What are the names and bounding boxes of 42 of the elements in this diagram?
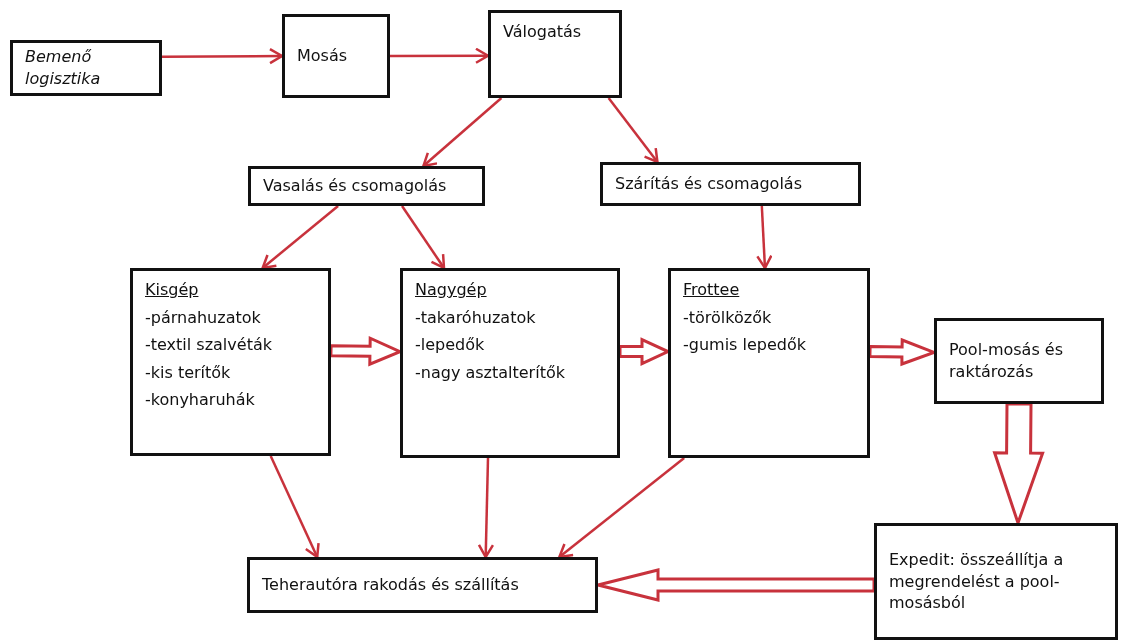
process-box <box>600 162 861 206</box>
process-box <box>248 166 485 206</box>
arrow <box>607 97 659 164</box>
box-label: Teherautóra rakodás és szállítás <box>262 574 520 596</box>
list-item: -kis terítők <box>145 361 232 384</box>
arrow <box>269 455 320 559</box>
arrow <box>558 457 685 559</box>
arrow <box>422 97 503 168</box>
box-heading: Nagygép <box>415 279 488 301</box>
process-box <box>247 557 598 613</box>
box-heading: Frottee <box>683 279 741 301</box>
list-item: -lepedők <box>415 334 486 356</box>
box-label: Bemenő logisztika <box>25 46 102 90</box>
arrow <box>390 47 490 65</box>
process-box <box>282 14 390 98</box>
arrow <box>162 47 284 65</box>
list-item: -konyharuhák <box>145 389 256 411</box>
list-item: -textil szalvéták <box>145 334 273 356</box>
process-box <box>10 40 162 96</box>
list-item: -takaróhuzatok <box>415 306 537 329</box>
box-label: Mosás <box>297 45 349 67</box>
process-box <box>934 318 1104 404</box>
list-item: -párnahuzatok <box>145 306 262 329</box>
box-label: Expedit: összeállítja a megrendelést a pool-mosásból <box>889 549 1065 614</box>
process-box <box>668 268 870 458</box>
list-item: -gumis lepedők <box>683 334 808 356</box>
process-box <box>874 523 1118 640</box>
box-label: Válogatás <box>503 21 583 43</box>
arrow <box>477 457 495 559</box>
list-item: -törölközők <box>683 306 773 329</box>
box-label: Pool-mosás és raktározás <box>949 339 1064 383</box>
list-item: -nagy asztalterítők <box>415 361 566 384</box>
arrow <box>756 205 773 270</box>
process-box <box>488 10 622 98</box>
box-label: Vasalás és csomagolás <box>263 175 448 197</box>
box-label: Szárítás és csomagolás <box>615 173 803 195</box>
arrow <box>261 205 339 270</box>
process-box <box>130 268 331 456</box>
process-box <box>400 268 620 458</box>
arrow <box>401 205 446 270</box>
block-arrow <box>596 568 876 602</box>
box-heading: Kisgép <box>145 279 200 301</box>
